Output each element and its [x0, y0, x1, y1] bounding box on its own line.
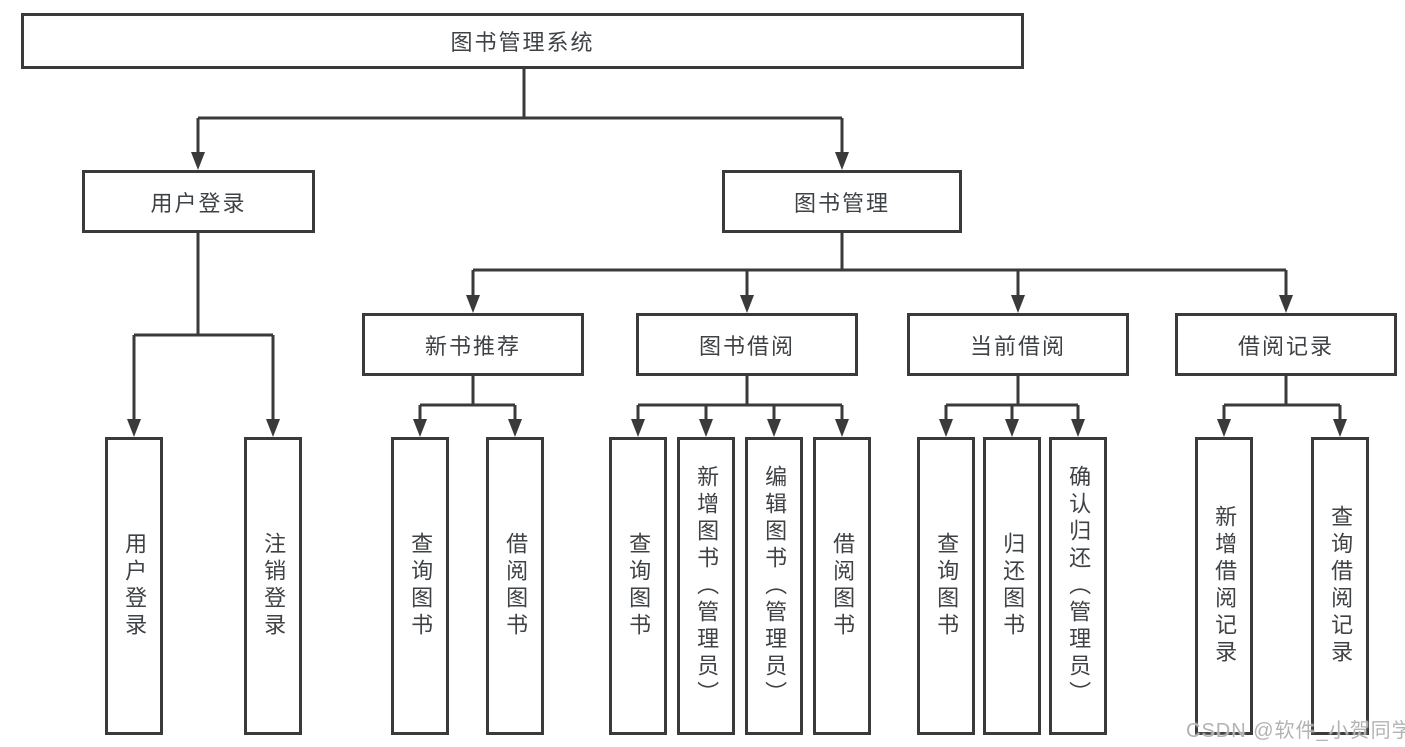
- leaf-user-login-1-label: 用户登录: [122, 532, 148, 640]
- node-borrow-record-label: 借阅记录: [1237, 333, 1334, 359]
- leaf-book-borrow-2: 新增图书（管理员）: [677, 437, 735, 735]
- connector-book-borrow-to-leaves: [631, 376, 849, 437]
- leaf-current-borrow-2: 归还图书: [983, 437, 1041, 735]
- connector-borrow-record-to-leaves: [1217, 376, 1347, 437]
- leaf-new-book-2-label: 借阅图书: [503, 532, 529, 640]
- leaf-book-borrow-2-label: 新增图书（管理员）: [694, 464, 720, 708]
- leaf-borrow-record-1: 新增借阅记录: [1195, 437, 1253, 735]
- leaf-book-borrow-4-label: 借阅图书: [830, 532, 856, 640]
- connector-current-borrow-to-leaves: [939, 376, 1085, 437]
- leaf-book-borrow-4: 借阅图书: [813, 437, 871, 735]
- leaf-book-borrow-3: 编辑图书（管理员）: [745, 437, 803, 735]
- leaf-borrow-record-2-label: 查询借阅记录: [1328, 505, 1354, 667]
- node-user-login-label: 用户登录: [150, 190, 247, 216]
- connector-root-to-level2: [191, 69, 849, 170]
- node-book-borrow-label: 图书借阅: [698, 333, 795, 359]
- leaf-current-borrow-3-label: 确认归还（管理员）: [1066, 464, 1092, 708]
- leaf-current-borrow-1-label: 查询图书: [934, 532, 960, 640]
- leaf-new-book-1: 查询图书: [391, 437, 449, 735]
- leaf-book-borrow-1-label: 查询图书: [626, 532, 652, 640]
- leaf-borrow-record-1-label: 新增借阅记录: [1212, 505, 1238, 667]
- leaf-new-book-1-label: 查询图书: [408, 532, 434, 640]
- watermark: CSDN @软件_小贺同学: [1186, 720, 1405, 742]
- node-new-book-label: 新书推荐: [424, 333, 521, 359]
- connector-book-mgmt-to-level3: [466, 233, 1293, 313]
- connector-new-book-to-leaves: [413, 376, 522, 437]
- leaf-user-login-2-label: 注销登录: [261, 532, 287, 640]
- leaf-book-borrow-1: 查询图书: [609, 437, 667, 735]
- node-book-mgmt: 图书管理: [722, 170, 962, 233]
- leaf-current-borrow-3: 确认归还（管理员）: [1049, 437, 1107, 735]
- node-root-label: 图书管理系统: [450, 30, 595, 55]
- node-book-mgmt-label: 图书管理: [793, 190, 890, 216]
- node-borrow-record: 借阅记录: [1175, 313, 1397, 376]
- leaf-user-login-1: 用户登录: [105, 437, 163, 735]
- leaf-current-borrow-1: 查询图书: [917, 437, 975, 735]
- node-book-borrow: 图书借阅: [636, 313, 858, 376]
- node-current-borrow: 当前借阅: [907, 313, 1129, 376]
- connector-user-login-to-leaves: [127, 233, 280, 437]
- leaf-book-borrow-3-label: 编辑图书（管理员）: [762, 464, 788, 708]
- node-user-login: 用户登录: [82, 170, 315, 233]
- node-new-book: 新书推荐: [362, 313, 584, 376]
- leaf-new-book-2: 借阅图书: [486, 437, 544, 735]
- node-current-borrow-label: 当前借阅: [969, 333, 1066, 359]
- leaf-current-borrow-2-label: 归还图书: [1000, 532, 1026, 640]
- leaf-borrow-record-2: 查询借阅记录: [1311, 437, 1369, 735]
- node-root: 图书管理系统: [21, 13, 1024, 69]
- leaf-user-login-2: 注销登录: [244, 437, 302, 735]
